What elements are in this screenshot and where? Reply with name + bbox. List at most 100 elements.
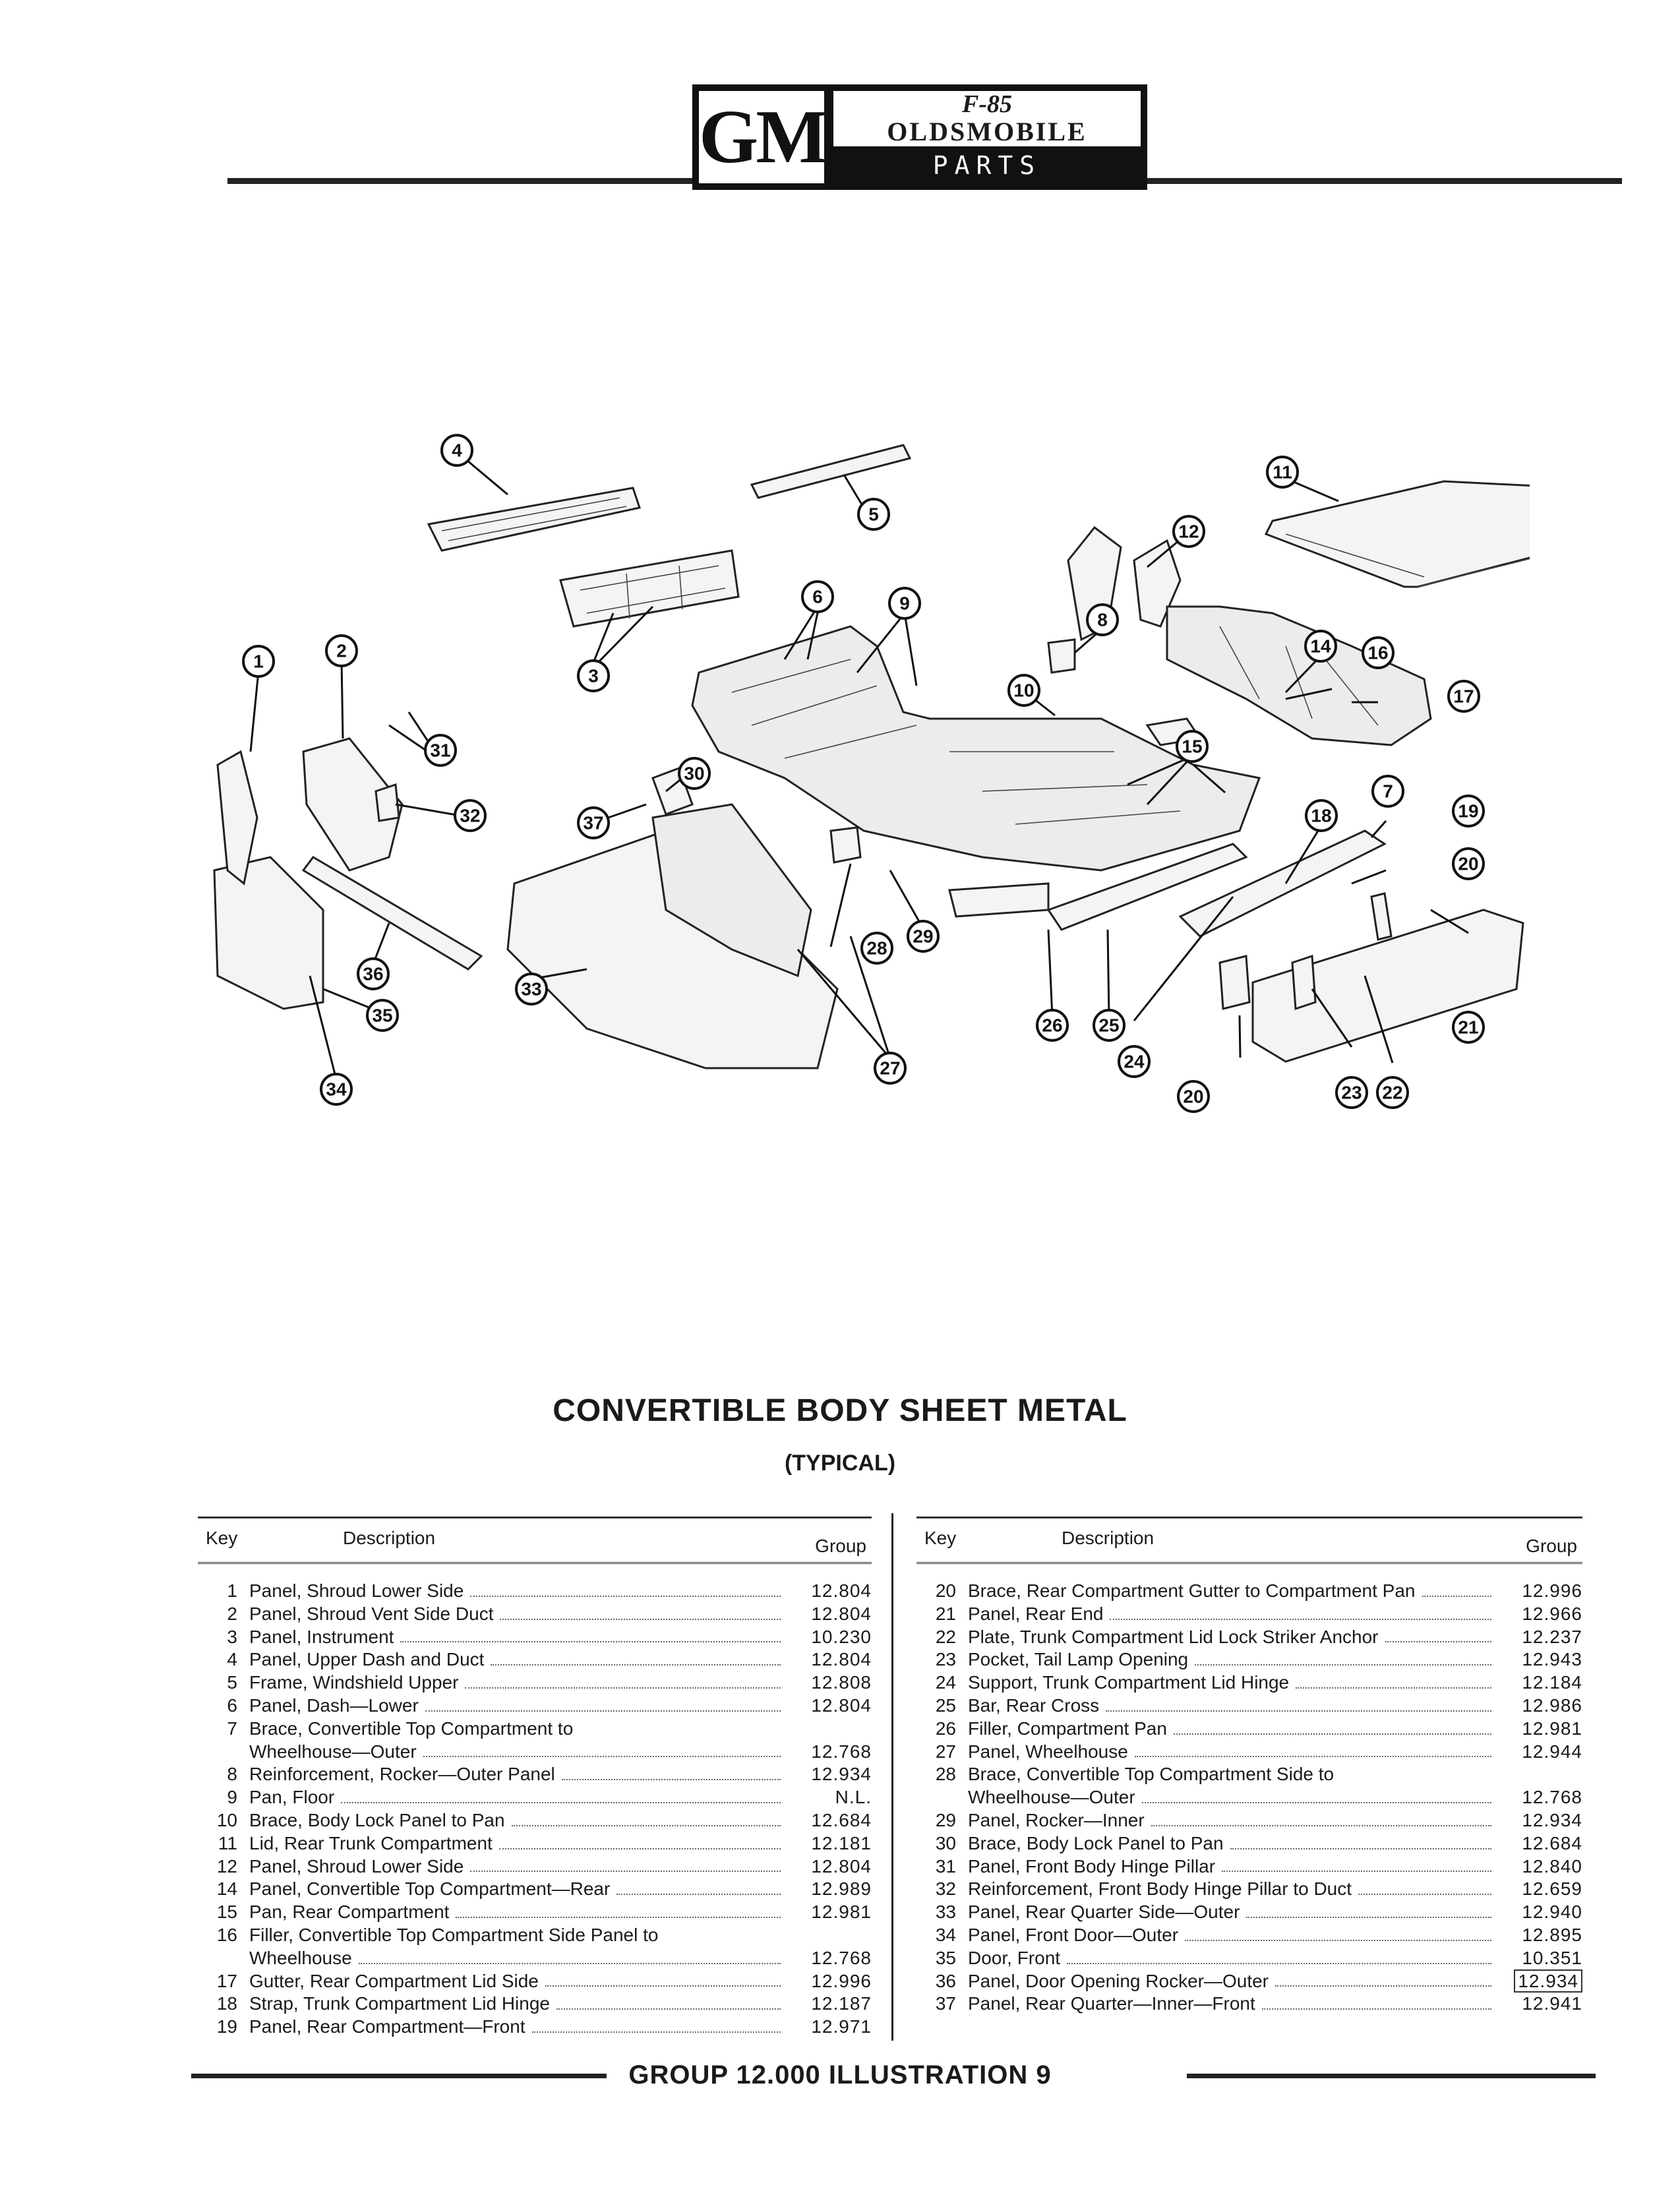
row-description: Panel, Rocker—Inner — [968, 1809, 1498, 1832]
dot-leader — [1106, 1710, 1491, 1712]
row-group-text: 12.944 — [1522, 1741, 1582, 1762]
callout-31: 31 — [424, 734, 457, 767]
callout-8: 8 — [1086, 603, 1119, 636]
row-group-text: 12.943 — [1522, 1649, 1582, 1670]
row-description-text: Wheelhouse—Outer — [249, 1741, 417, 1762]
svg-text:5: 5 — [868, 504, 879, 525]
row-key: 12 — [216, 1855, 237, 1876]
dot-leader — [498, 1847, 781, 1849]
row-description: Brace, Convertible Top Compartment to — [249, 1718, 787, 1741]
callout-5: 5 — [857, 498, 890, 531]
row-description-text: Door, Front — [968, 1947, 1061, 1968]
callout-18: 18 — [1305, 799, 1338, 832]
part-small-brackets — [375, 638, 1393, 1011]
row-group-text: 12.187 — [811, 1993, 872, 2014]
row-description: Wheelhouse — [249, 1947, 787, 1970]
row-description: Wheelhouse—Outer — [249, 1741, 787, 1764]
row-description: Pan, Floor — [249, 1786, 787, 1809]
row-description-text: Panel, Instrument — [249, 1626, 394, 1647]
svg-text:34: 34 — [326, 1079, 347, 1100]
row-description: Panel, Dash—Lower — [249, 1695, 787, 1718]
callout-37: 37 — [577, 806, 610, 839]
dot-leader — [1385, 1641, 1491, 1643]
dot-leader — [1185, 1939, 1491, 1941]
row-group: 10.351 — [1498, 1947, 1582, 1970]
row-description-text: Frame, Windshield Upper — [249, 1672, 459, 1693]
row-description: Filler, Convertible Top Compartment Side… — [249, 1924, 787, 1947]
row-description-text: Strap, Trunk Compartment Lid Hinge — [249, 1993, 550, 2014]
row-group-text: 12.940 — [1522, 1902, 1582, 1923]
dot-leader — [1151, 1824, 1491, 1826]
dot-leader — [465, 1687, 781, 1689]
row-key: 27 — [935, 1741, 956, 1762]
gm-parts-catalogue-logo: GM F-85 OLDSMOBILE PARTS CATALOGUE — [692, 84, 1147, 218]
callout-17: 17 — [1447, 680, 1480, 713]
dot-leader — [616, 1894, 781, 1896]
callout-16: 16 — [1362, 636, 1395, 669]
callout-34: 34 — [320, 1073, 353, 1106]
row-key: 8 — [227, 1764, 237, 1785]
callout-6: 6 — [801, 580, 834, 613]
row-description: Brace, Rear Compartment Gutter to Compar… — [968, 1580, 1498, 1603]
row-group: 12.944 — [1498, 1741, 1582, 1764]
svg-text:3: 3 — [588, 666, 599, 686]
part-wheelhouse — [651, 803, 812, 978]
row-description-text: Wheelhouse—Outer — [968, 1787, 1135, 1808]
row-key: 2 — [227, 1603, 237, 1624]
row-description-text: Panel, Dash—Lower — [249, 1695, 419, 1716]
dot-leader — [1173, 1733, 1491, 1735]
dot-leader — [545, 1985, 781, 1987]
row-description: Bar, Rear Cross — [968, 1695, 1498, 1718]
row-key: 14 — [216, 1878, 237, 1900]
callout-1: 1 — [242, 645, 275, 678]
svg-text:31: 31 — [430, 740, 450, 761]
row-group-text: 10.351 — [1522, 1947, 1582, 1968]
row-key: 1 — [227, 1580, 237, 1601]
svg-text:21: 21 — [1458, 1017, 1478, 1038]
row-key: 7 — [227, 1718, 237, 1739]
exploded-diagram: 1 2 3 4 5 6 7 8 9 10 11 12 14 15 16 17 1… — [191, 409, 1597, 1147]
row-key: 30 — [935, 1832, 956, 1853]
row-key: 9 — [227, 1787, 237, 1808]
table-row: 7 Brace, Convertible Top Compartment to — [198, 1718, 872, 1741]
row-group-text: 12.184 — [1522, 1672, 1582, 1693]
callout-20-right: 20 — [1452, 847, 1485, 880]
row-group-text: 12.804 — [811, 1580, 872, 1601]
row-group: 12.659 — [1498, 1878, 1582, 1901]
row-description: Support, Trunk Compartment Lid Hinge — [968, 1671, 1498, 1695]
row-key: 6 — [227, 1695, 237, 1716]
callout-11: 11 — [1266, 456, 1299, 489]
row-description: Brace, Body Lock Panel to Pan — [249, 1809, 787, 1832]
part-floor-pan — [691, 625, 1261, 872]
svg-text:23: 23 — [1341, 1083, 1362, 1103]
row-key: 4 — [227, 1649, 237, 1670]
page-title: CONVERTIBLE BODY SHEET METAL — [553, 1393, 1127, 1428]
svg-text:24: 24 — [1124, 1052, 1145, 1072]
dot-leader — [358, 1962, 781, 1964]
row-group-text: 12.840 — [1522, 1855, 1582, 1876]
svg-text:22: 22 — [1382, 1083, 1402, 1103]
svg-text:36: 36 — [363, 964, 383, 984]
callout-29: 29 — [907, 920, 940, 953]
row-description: Panel, Rear End — [968, 1603, 1498, 1626]
row-description-text: Brace, Body Lock Panel to Pan — [249, 1809, 505, 1830]
row-description: Panel, Convertible Top Compartment—Rear — [249, 1878, 787, 1901]
row-group: 12.804 — [787, 1695, 872, 1718]
dot-leader — [531, 2031, 781, 2033]
svg-text:20: 20 — [1458, 854, 1478, 874]
dot-leader — [425, 1710, 781, 1712]
dot-leader — [1222, 1871, 1491, 1873]
row-group-text: 12.895 — [1522, 1924, 1582, 1945]
